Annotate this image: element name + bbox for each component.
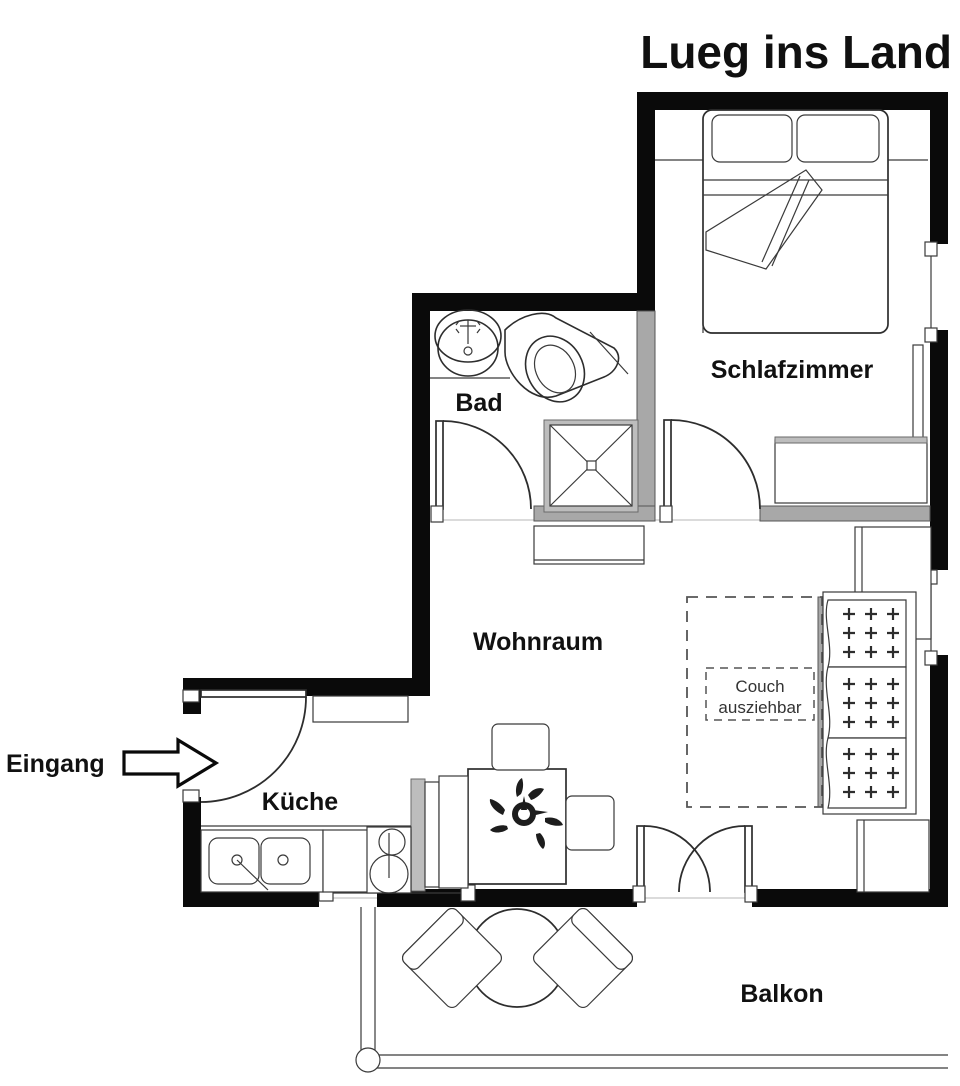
sofa-bed <box>822 591 917 815</box>
balcony-chair-right <box>532 907 634 1009</box>
balcony-chair-left <box>401 907 503 1009</box>
balcony-door-left <box>632 825 711 903</box>
plan-title: Lueg ins Land <box>640 26 952 78</box>
table-centerpiece <box>489 778 563 849</box>
room-label-bad: Bad <box>455 389 502 417</box>
entrance-door <box>182 689 307 803</box>
bedroom-door <box>659 419 761 523</box>
room-label-balkon: Balkon <box>740 980 823 1008</box>
room-label-schlafzimmer: Schlafzimmer <box>711 356 874 384</box>
entrance-label: Eingang <box>6 750 105 778</box>
dresser <box>774 439 928 504</box>
room-kueche: Küche <box>182 689 412 894</box>
window-bedroom-east-upper <box>924 241 938 343</box>
hallway-console <box>533 525 645 565</box>
sofa-pullout-outline <box>686 596 823 808</box>
couch-label-line2: ausziehbar <box>718 698 802 717</box>
cushion-tufting <box>843 608 899 798</box>
bathroom-door <box>430 420 532 523</box>
shower-tray <box>543 419 639 513</box>
couch-label-line1: Couch <box>735 677 784 696</box>
sideboard <box>856 819 930 893</box>
bed-pillow-right <box>796 114 880 163</box>
balcony-doors <box>632 825 758 903</box>
kitchen-double-sink <box>208 837 311 891</box>
balcony-door-right <box>678 825 758 903</box>
dining-chair-right <box>565 795 615 851</box>
sink-basin <box>434 309 502 377</box>
hall-shelf <box>312 695 409 723</box>
bed-blanket-fold <box>702 169 888 333</box>
room-balkon: Balkon <box>355 907 948 1073</box>
room-label-kueche: Küche <box>262 788 339 816</box>
dining-chair-top <box>491 723 550 771</box>
room-schlafzimmer: Schlafzimmer <box>655 109 932 640</box>
cooktop <box>366 826 412 894</box>
arrow-right-icon <box>122 737 220 789</box>
kitchen-faucet <box>236 859 269 891</box>
room-wohnraum: Wohnraum Couch ausziehbar <box>410 591 930 903</box>
dining-group <box>410 723 615 892</box>
toilet <box>504 312 629 403</box>
entrance-annotation: Eingang <box>6 737 220 789</box>
room-label-wohnraum: Wohnraum <box>473 628 603 656</box>
bed-pillow-left <box>711 114 793 163</box>
room-bad: Bad <box>430 309 645 565</box>
